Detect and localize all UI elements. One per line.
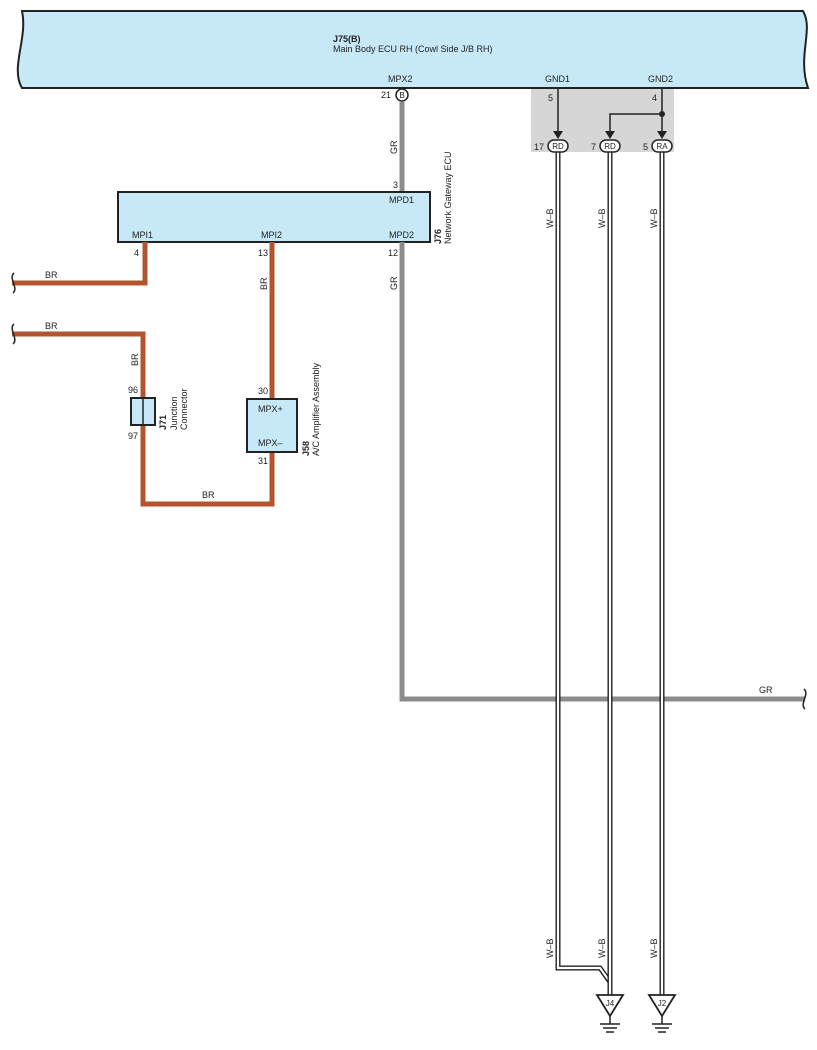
mpd2-label: MPD2: [389, 230, 414, 240]
gnd2-connector-pill: [651, 139, 673, 153]
gnd2-pin: 4: [652, 93, 657, 103]
wire-label-gr-lower: GR: [389, 276, 399, 290]
gnd-mid-trace: [609, 113, 662, 134]
gnd-splice-dot: [659, 111, 665, 117]
mpd1-label: MPD1: [389, 195, 414, 205]
ac-amp-name: A/C Amplifier Assembly: [311, 362, 321, 456]
junction-name-1: Junction: [169, 396, 179, 430]
wire-label-br-mpi1: BR: [45, 270, 58, 280]
wire-br-junction-in: [12, 331, 146, 398]
mpx2-connector-circle: [395, 88, 409, 102]
gnd-mid-connector-pill: [599, 139, 621, 153]
ground-wires-wb: [555, 152, 665, 995]
gnd1-connector-code: RD: [552, 142, 564, 151]
junction-code: J71: [158, 415, 168, 430]
gnd2-label: GND2: [648, 74, 673, 84]
gnd1-connector-pill: [547, 139, 569, 153]
wire-label-wb-2-top: W–B: [597, 208, 607, 228]
wire-break-right: [802, 688, 807, 710]
ground-triangle-j4: [595, 994, 625, 1018]
wire-label-br-vertical: BR: [130, 353, 140, 366]
wire-label-wb-1-bottom: W–B: [545, 938, 555, 958]
junction-name-2: Connector: [179, 388, 189, 430]
wire-br-mpi1: [12, 242, 148, 286]
ground-point-j4: J4: [595, 994, 625, 1033]
mpx2-connector-code: B: [399, 91, 404, 100]
ac-pin-top: 30: [258, 386, 268, 396]
main-ecu-name: Main Body ECU RH (Cowl Side J/B RH): [333, 44, 493, 54]
gnd1-connector-pin: 17: [534, 142, 544, 152]
main-ecu-code: J75(B): [333, 34, 361, 44]
wire-break-left-lower: [11, 323, 16, 345]
wire-gr-mpd2-bus: [399, 242, 805, 702]
wire-wb-gnd1-inner: [556, 152, 612, 995]
ground-point-j2: J2: [647, 994, 677, 1033]
gnd1-pin: 5: [548, 93, 553, 103]
gnd-mid-connector-code: RD: [604, 142, 616, 151]
wire-label-wb-3-bottom: W–B: [649, 938, 659, 958]
ground-label-j2: J2: [658, 999, 667, 1008]
wire-label-br-bottom: BR: [202, 490, 215, 500]
wire-label-gr-bus: GR: [759, 685, 773, 695]
mpi2-label: MPI2: [261, 230, 282, 240]
gnd1-label: GND1: [545, 74, 570, 84]
gnd-mid-arrow: [605, 131, 615, 139]
wire-label-br-junction-in: BR: [45, 321, 58, 331]
wire-label-wb-1-top: W–B: [545, 208, 555, 228]
gnd2-connector-code: RA: [656, 142, 668, 151]
ac-pin-bottom: 31: [258, 456, 268, 466]
ac-amplifier-box: [246, 398, 298, 453]
ground-triangle-j2: [647, 994, 677, 1018]
wire-wb-gnd1: [555, 152, 613, 995]
gateway-code: J76: [433, 229, 443, 244]
ac-mpx-plus: MPX+: [258, 404, 283, 414]
mpd1-pin: 3: [393, 180, 398, 190]
junction-pin-bottom: 97: [128, 431, 138, 441]
mpi1-pin: 4: [134, 248, 139, 258]
wire-label-wb-2-bottom: W–B: [597, 938, 607, 958]
ac-mpx-minus: MPX–: [258, 438, 283, 448]
mpi2-pin: 13: [258, 248, 268, 258]
mpx2-pin: 21: [381, 90, 391, 100]
wire-label-gr-upper: GR: [389, 140, 399, 154]
gnd2-connector-pin: 5: [643, 142, 648, 152]
wire-label-wb-3-top: W–B: [649, 208, 659, 228]
wire-label-br-mpi2: BR: [259, 277, 269, 290]
gnd2-arrow: [657, 131, 667, 139]
mpx2-label: MPX2: [388, 74, 413, 84]
gateway-name: Network Gateway ECU: [443, 151, 453, 244]
ac-amp-code: J58: [301, 441, 311, 456]
wire-br-junction-out: [140, 425, 275, 507]
gnd1-arrow: [553, 131, 563, 139]
mpd2-pin: 12: [388, 248, 398, 258]
wire-break-left-upper: [11, 272, 16, 294]
ground-label-j4: J4: [606, 999, 615, 1008]
junction-pin-top: 96: [128, 385, 138, 395]
gnd-mid-connector-pin: 7: [591, 142, 596, 152]
main-body-ecu-box: [16, 10, 810, 89]
mpi1-label: MPI1: [132, 230, 153, 240]
